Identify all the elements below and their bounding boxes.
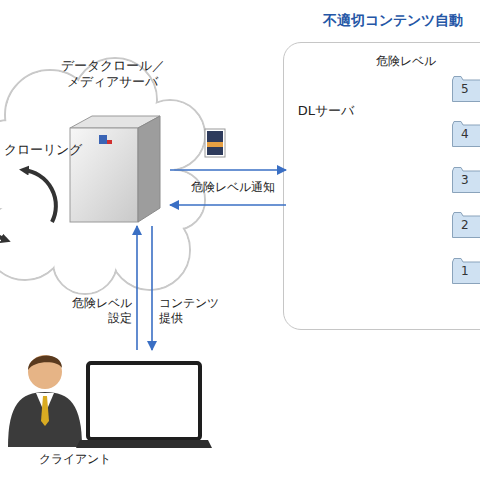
node-heading: DLサーバ xyxy=(286,103,366,119)
node-heading: 1 xyxy=(461,264,479,279)
client: クライアント xyxy=(5,350,210,475)
thumb-border xyxy=(205,129,225,157)
node-heading: 不適切コンテンツ自動 xyxy=(323,12,480,30)
axis-label: 危険レベル xyxy=(376,54,456,69)
flow-arrow xyxy=(151,226,153,350)
cloud-fill xyxy=(0,59,204,293)
server-icon xyxy=(70,116,160,222)
flow-arrow xyxy=(170,169,286,171)
node-heading: 4 xyxy=(461,127,479,142)
laptop-base xyxy=(76,440,212,448)
person-suit xyxy=(8,392,82,447)
person-tie xyxy=(41,396,49,426)
node-heading: 2 xyxy=(461,218,479,233)
server-side xyxy=(138,116,160,222)
thumb-photo xyxy=(207,131,223,155)
thumb-sunset xyxy=(207,142,223,147)
level-folder: 2 xyxy=(452,212,480,238)
folder-outline xyxy=(453,259,480,284)
person-icon xyxy=(8,355,82,447)
dl-server: DLサーバ xyxy=(286,95,366,245)
server-logo xyxy=(99,135,107,144)
cycle-arrow xyxy=(0,170,56,240)
person-head xyxy=(28,355,62,389)
flow-arrow xyxy=(136,226,138,350)
node-heading: 5 xyxy=(461,82,479,97)
flow-arrow xyxy=(170,204,286,206)
folder-outline xyxy=(453,77,480,102)
folder-outline xyxy=(453,122,480,147)
cycle-arc xyxy=(0,186,6,240)
cloud-lobe xyxy=(25,105,175,255)
edge-label: 危険レベル通知 xyxy=(176,180,290,195)
node-heading: クライアント xyxy=(33,452,117,467)
edge-label: 危険レベル 設定 xyxy=(58,296,132,326)
laptop-icon xyxy=(76,363,212,448)
folder-outline xyxy=(453,168,480,193)
node-heading: 3 xyxy=(461,173,479,188)
level-folder: 5 xyxy=(452,76,480,102)
laptop-screen xyxy=(88,363,200,439)
image-thumbnail xyxy=(205,129,225,157)
cloud-outline xyxy=(0,58,205,294)
person-hair xyxy=(28,355,62,370)
server-logo xyxy=(107,140,112,144)
level-folder: 1 xyxy=(452,258,480,284)
node-heading: データクロール／ メディアサーバ xyxy=(55,58,170,91)
process-label: クローリング xyxy=(4,142,94,158)
level-folder: 4 xyxy=(452,121,480,147)
cycle-arc xyxy=(24,170,56,222)
group-frame xyxy=(283,42,480,330)
level-folder: 3 xyxy=(452,167,480,193)
edge-label: コンテンツ 提供 xyxy=(159,296,233,326)
folder-outline xyxy=(453,213,480,238)
